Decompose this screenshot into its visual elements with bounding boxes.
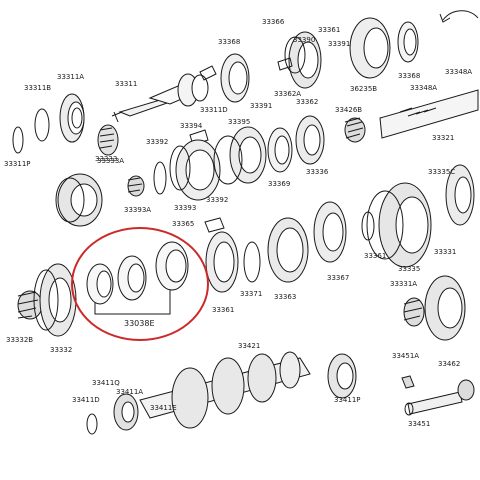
gear-33369 xyxy=(267,127,293,173)
snap-ring-33361-right xyxy=(361,211,375,241)
bearing-33411A xyxy=(113,393,139,431)
label-33368-right: 33368 xyxy=(398,72,421,80)
label-33333A: 33333A xyxy=(97,157,125,165)
label-33392-lower: 33392 xyxy=(206,196,229,204)
bearing-33426B xyxy=(344,117,366,143)
label-33348A-2: 33348A xyxy=(410,84,438,92)
snap-ring-33392 xyxy=(153,161,167,195)
label-33311B: 33311B xyxy=(24,84,52,92)
synchronizer-hub-middle xyxy=(169,139,221,201)
label-33311A: 33311A xyxy=(57,73,85,81)
gear-33336 xyxy=(295,115,325,165)
label-33368-upper: 33368 xyxy=(218,38,241,46)
bearing-33393A xyxy=(127,175,145,197)
direction-arrow-icon xyxy=(439,10,479,23)
label-33361-lower: 33361 xyxy=(212,306,235,314)
gear-36235B xyxy=(349,17,391,79)
output-shaft-33321 xyxy=(379,89,479,139)
gear-33331 xyxy=(424,275,466,341)
label-33369: 33369 xyxy=(268,180,291,188)
label-33321: 33321 xyxy=(432,134,455,142)
label-33391-upper: 33391 xyxy=(328,40,351,48)
label-33392-upper: 33392 xyxy=(146,138,169,146)
snap-ring-33311P xyxy=(12,126,24,154)
gear-33395 xyxy=(213,126,267,185)
label-33462: 33462 xyxy=(438,360,461,368)
label-33421: 33421 xyxy=(238,342,261,350)
label-33348A: 33348A xyxy=(445,68,473,76)
bushing-set-33038E xyxy=(86,241,189,315)
label-33371: 33371 xyxy=(240,290,263,298)
label-33333: 33333 xyxy=(95,155,118,163)
label-33336: 33336 xyxy=(306,168,329,176)
label-33332: 33332 xyxy=(50,346,73,354)
label-33367: 33367 xyxy=(327,274,350,282)
part-33371 xyxy=(243,241,261,283)
label-33411D: 33411D xyxy=(72,396,100,404)
label-33411P: 33411P xyxy=(334,396,361,404)
snap-ring-33411D xyxy=(86,413,98,435)
input-shaft xyxy=(111,73,209,123)
bearing-33333 xyxy=(97,124,119,156)
label-33365: 33365 xyxy=(172,220,195,228)
label-33361-right: 33361 xyxy=(364,252,387,260)
label-33362: 33362 xyxy=(296,98,319,106)
pin-33451 xyxy=(404,391,463,416)
part-33365 xyxy=(204,217,225,233)
countershaft-33421 xyxy=(139,351,311,429)
sleeve-33363 xyxy=(267,217,309,283)
label-33311: 33311 xyxy=(115,80,138,88)
bearing-33332B xyxy=(17,290,43,320)
label-33038E: 33038E xyxy=(124,319,155,328)
gear-33335C xyxy=(445,164,475,226)
label-33335: 33335 xyxy=(398,265,421,273)
synchronizer-ring-33361-middle xyxy=(205,231,239,293)
synchronizer-ring-33368-right xyxy=(397,21,419,63)
gear-33332 xyxy=(33,263,77,337)
gear-33333A xyxy=(55,173,103,227)
label-33362A: 33362A xyxy=(274,90,302,98)
label-33311P: 33311P xyxy=(4,160,31,168)
label-33311D: 33311D xyxy=(200,106,228,114)
label-33393A: 33393A xyxy=(124,206,152,214)
label-33426B: 33426B xyxy=(335,106,363,114)
label-33393: 33393 xyxy=(174,204,197,212)
label-33335C: 33335C xyxy=(428,168,456,176)
label-33395: 33395 xyxy=(228,118,251,126)
label-33331: 33331 xyxy=(434,248,457,256)
label-33363: 33363 xyxy=(274,293,297,301)
key-33451A xyxy=(401,375,415,389)
gear-33367 xyxy=(313,201,347,263)
label-33411Q: 33411Q xyxy=(92,379,120,387)
highlight-circle xyxy=(71,227,209,341)
label-33451: 33451 xyxy=(408,420,431,428)
label-33361-upper: 33361 xyxy=(318,26,341,34)
bearing-33331A xyxy=(403,297,425,327)
label-33391-middle: 33391 xyxy=(250,102,273,110)
label-33411E: 33411E xyxy=(150,404,177,412)
part-33311D xyxy=(199,65,217,81)
snap-ring-33311B xyxy=(34,108,50,142)
hub-sleeve-33362 xyxy=(284,31,322,89)
bearing-33311A xyxy=(59,93,85,143)
part-33390 xyxy=(277,57,293,71)
label-33331A: 33331A xyxy=(390,280,418,288)
label-33332B: 33332B xyxy=(6,336,34,344)
bearing-33411P xyxy=(327,353,357,399)
synchronizer-ring-33368-upper xyxy=(220,53,250,103)
label-33411A: 33411A xyxy=(116,388,144,396)
label-33366: 33366 xyxy=(262,18,285,26)
label-36235B: 36235B xyxy=(350,85,378,93)
label-33451A: 33451A xyxy=(392,352,420,360)
gear-33335 xyxy=(366,182,432,268)
bearing-33462 xyxy=(457,379,475,401)
label-33390: 33390 xyxy=(293,36,316,44)
label-33394: 33394 xyxy=(180,122,203,130)
